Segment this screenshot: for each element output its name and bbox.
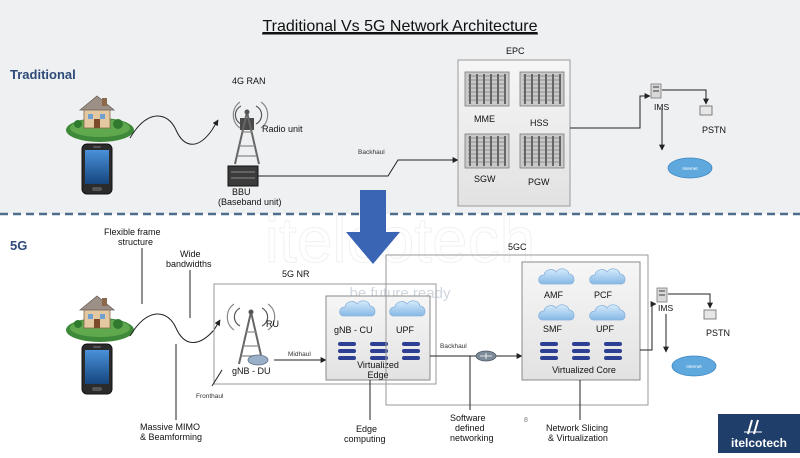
radio-wave-arrow (211, 119, 219, 131)
traditional-pstn-label: PSTN (702, 125, 726, 135)
core-box-label: Virtualized Core (552, 365, 616, 375)
du-router-icon (247, 354, 269, 366)
wide-bandwidths-label-2: bandwidths (166, 259, 212, 269)
fronthaul-link (211, 369, 223, 387)
nr-box (213, 283, 437, 385)
phone-icon (81, 143, 113, 195)
traditional-backhaul-link (258, 157, 459, 177)
page-title: Traditional Vs 5G Network Architecture (262, 18, 537, 35)
logo-mark-icon (744, 419, 762, 435)
core-outer-box (385, 254, 649, 406)
ru-antenna-icon (226, 303, 276, 365)
edge-computing-label-2: computing (344, 434, 386, 444)
core-ims-link (640, 301, 657, 351)
epc-node-pgw: PGW (528, 177, 550, 187)
edge-node-upf: UPF (396, 325, 415, 335)
massive-mimo-label-2: & Beamforming (140, 432, 202, 442)
transition-arrow (346, 190, 400, 264)
core-node-smf: SMF (543, 324, 563, 334)
epc-ims-link (570, 93, 651, 129)
fiveg-radio-wave-arrow (213, 319, 221, 331)
fiveg-ims-icon (656, 287, 668, 303)
ran-label: 4G RAN (232, 76, 266, 86)
flexible-frame-label-1: Flexible frame (104, 227, 161, 237)
epc-label: EPC (506, 46, 525, 56)
backhaul-router-icon (475, 350, 497, 362)
traditional-pstn-link (662, 89, 709, 105)
flexible-frame-label-2: structure (118, 237, 153, 247)
bbu-label: BBU (232, 187, 251, 197)
logo-text: itelcotech (731, 436, 787, 450)
core-label: 5GC (508, 242, 527, 252)
core-queue-icon-1 (540, 342, 558, 360)
traditional-ims-icon (650, 83, 662, 99)
edge-computing-label-1: Edge (356, 424, 377, 434)
radio-unit-label: Radio unit (262, 124, 303, 134)
page-number: 8 (524, 417, 528, 424)
edge-node-gnb-cu: gNB - CU (334, 325, 373, 335)
fiveg-internet-cloud (671, 355, 717, 377)
traditional-label: Traditional (10, 67, 76, 82)
edge-label-2: Edge (367, 370, 388, 380)
fiveg-pstn-icon (703, 309, 717, 320)
fiveg-pstn-link (668, 293, 713, 309)
sdn-label-3: networking (450, 433, 494, 443)
gnb-du-label: gNB - DU (232, 366, 271, 376)
ru-label: RU (266, 319, 279, 329)
bbu-icon (227, 165, 259, 187)
radio-wave-link (129, 115, 213, 145)
edge-queue-icon-3 (402, 342, 420, 360)
fiveg-phone-icon (81, 343, 113, 395)
core-queue-icon-2 (572, 342, 590, 360)
fronthaul-label: Fronthaul (196, 393, 224, 400)
bbu-full-label: (Baseband unit) (218, 197, 282, 207)
fiveg-radio-wave-link (129, 313, 215, 343)
logo-badge (718, 414, 800, 453)
fiveg-pstn-label: PSTN (706, 328, 730, 338)
pgw-rack-icon (519, 133, 565, 169)
massive-mimo-label-1: Massive MIMO (140, 422, 200, 432)
fiveg-label: 5G (10, 238, 27, 253)
core-node-pcf: PCF (594, 290, 613, 300)
traditional-internet-cloud (667, 157, 713, 179)
epc-node-mme: MME (474, 114, 495, 124)
mme-rack-icon (464, 71, 510, 107)
traditional-band (0, 0, 800, 214)
core-node-amf: AMF (544, 290, 564, 300)
edge-queue-icon-2 (370, 342, 388, 360)
slicing-label-1: Network Slicing (546, 423, 608, 433)
core-queue-icon-3 (604, 342, 622, 360)
core-node-upf: UPF (596, 324, 615, 334)
edge-label-1: Virtualized (357, 360, 399, 370)
traditional-internet-label: Internet (682, 166, 698, 171)
fiveg-backhaul-label: Backhaul (440, 343, 467, 350)
edge-queue-icon-1 (338, 342, 356, 360)
midhaul-label: Midhaul (288, 351, 311, 358)
fiveg-internet-label: Internet (686, 364, 702, 369)
sgw-rack-icon (464, 133, 510, 169)
traditional-backhaul-label: Backhaul (358, 149, 385, 156)
hss-rack-icon (519, 71, 565, 107)
nr-label: 5G NR (282, 269, 310, 279)
traditional-pstn-icon (699, 105, 713, 116)
traditional-ims-label: IMS (654, 102, 669, 112)
sdn-label-1: Software (450, 413, 486, 423)
slicing-label-2: & Virtualization (548, 433, 608, 443)
fiveg-ims-label: IMS (658, 303, 673, 313)
epc-node-hss: HSS (530, 118, 549, 128)
sdn-label-2: defined (455, 423, 485, 433)
watermark-brand: itelcotech (265, 204, 535, 276)
epc-node-sgw: SGW (474, 174, 496, 184)
wide-bandwidths-label-1: Wide (180, 249, 201, 259)
antenna-icon (232, 101, 269, 165)
